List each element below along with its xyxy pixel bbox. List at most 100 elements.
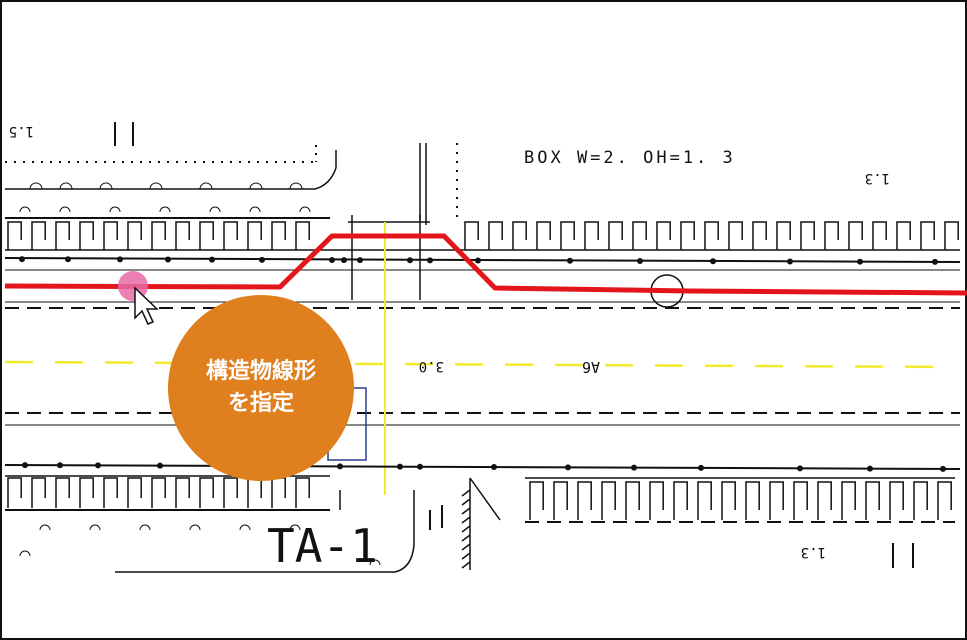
survey-point [341, 257, 347, 264]
hatch-line [461, 525, 471, 533]
curb-tooth [7, 221, 22, 250]
curb-tooth [656, 221, 671, 250]
curb-tooth [601, 481, 616, 520]
curb-tooth [247, 477, 262, 508]
structure-alignment-line[interactable] [4, 233, 967, 296]
curb-tooth [103, 477, 118, 508]
hatch-line [461, 498, 471, 506]
box-label: BOX W=2. OH=1. 3 [524, 148, 736, 168]
road-edge-upper [4, 257, 961, 263]
curb-tooth [889, 481, 904, 520]
sidewalk-outline-lower [115, 490, 415, 573]
curb-tooth [680, 221, 695, 250]
curb-tooth [913, 481, 928, 520]
hatch-line [461, 507, 471, 515]
callout-line-2: を指定 [227, 391, 294, 416]
mouse-pointer-icon [134, 286, 159, 325]
survey-point [417, 463, 423, 470]
survey-point [22, 462, 28, 469]
hatch-line [461, 516, 471, 524]
survey-point [797, 465, 803, 472]
shrub-marks [19, 206, 311, 213]
curb-tooth [872, 221, 887, 250]
curb-tooth [577, 481, 592, 520]
survey-point [329, 257, 335, 264]
survey-point [787, 258, 793, 265]
curb-tooth [584, 221, 599, 250]
survey-point [57, 462, 63, 469]
curb-tooth [127, 477, 142, 508]
curb-tooth [529, 481, 544, 520]
curb-comb-upper-right [464, 221, 959, 250]
shrub-marks [19, 524, 381, 566]
curb-tooth [31, 477, 46, 508]
survey-point [867, 465, 873, 472]
survey-point [710, 258, 716, 265]
survey-points-upper [19, 256, 938, 265]
curb-comb-lower-right [529, 481, 952, 520]
curb-tooth [199, 477, 214, 508]
curb-tooth [944, 221, 959, 250]
curb-tooth [824, 221, 839, 250]
hatch-line [461, 561, 471, 569]
survey-point [337, 463, 343, 470]
survey-point [407, 257, 413, 264]
survey-point [857, 258, 863, 265]
survey-point [209, 256, 215, 263]
curb-tooth [512, 221, 527, 250]
survey-point [475, 257, 481, 264]
survey-point [19, 256, 25, 263]
curb-tooth [223, 477, 238, 508]
curb-tooth [649, 481, 664, 520]
dim-label-center: 3.0 [419, 358, 444, 374]
curb-tooth [175, 477, 190, 508]
sidewalk-outline [5, 150, 337, 190]
curb-tooth [769, 481, 784, 520]
curb-tooth [745, 481, 760, 520]
curb-tooth [271, 477, 286, 508]
curb-tooth [271, 221, 286, 250]
curb-tooth [560, 221, 575, 250]
curb-tooth [608, 221, 623, 250]
survey-point [565, 464, 571, 471]
dim-label-top-right: 1.3 [865, 170, 890, 186]
survey-point [932, 258, 938, 265]
curb-tooth [632, 221, 647, 250]
instruction-callout: 構造物線形 を指定 [168, 295, 354, 481]
curb-tooth [223, 221, 238, 250]
curb-comb-lower-left [7, 477, 310, 508]
curb-tooth [896, 221, 911, 250]
survey-point [157, 462, 163, 469]
curb-tooth [625, 481, 640, 520]
curb-tooth [295, 477, 310, 508]
survey-point [397, 463, 403, 470]
curb-comb-upper-left [7, 221, 310, 250]
curb-tooth [103, 221, 118, 250]
survey-point [567, 257, 573, 264]
curb-tooth [464, 221, 479, 250]
curb-tooth [31, 221, 46, 250]
curb-tooth [865, 481, 880, 520]
curb-tooth [151, 221, 166, 250]
curb-tooth [553, 481, 568, 520]
curb-tooth [151, 477, 166, 508]
curb-tooth [721, 481, 736, 520]
survey-point [95, 462, 101, 469]
survey-point [637, 258, 643, 264]
dim-label-center-right: A6 [582, 358, 600, 376]
curb-tooth [697, 481, 712, 520]
curb-tooth [7, 477, 22, 508]
curb-tooth [800, 221, 815, 250]
curb-tooth [488, 221, 503, 250]
curb-tooth [848, 221, 863, 250]
survey-point [65, 256, 71, 263]
curb-tooth [79, 477, 94, 508]
road-edge-lower [4, 464, 961, 470]
curb-tooth [536, 221, 551, 250]
curb-tooth [55, 221, 70, 250]
survey-point [165, 256, 171, 263]
curb-tooth [55, 477, 70, 508]
curb-tooth [127, 221, 142, 250]
